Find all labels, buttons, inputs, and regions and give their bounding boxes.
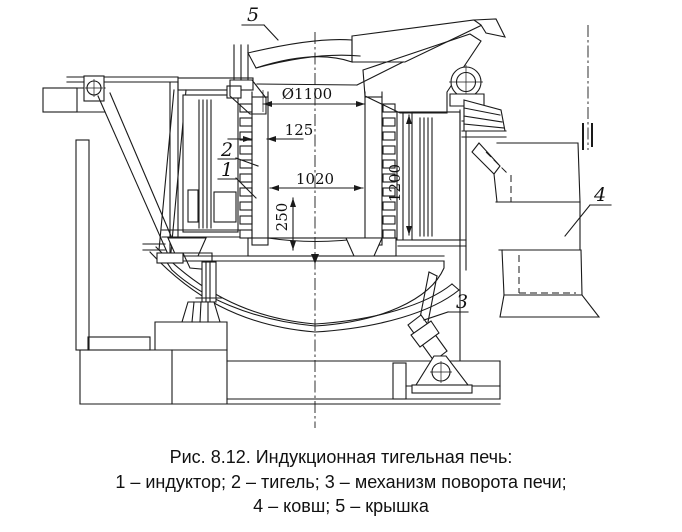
spout-support-steps xyxy=(461,99,507,138)
label-ladle: 4 xyxy=(593,184,606,206)
ladle xyxy=(471,142,601,318)
dim-crucible-inner-diameter: 1020 xyxy=(296,170,334,188)
caption-title: Рис. 8.12. Индукционная тигельная печь: xyxy=(170,447,513,467)
dimensions: Ø1100 125 1020 1200 250 xyxy=(227,85,412,251)
furnace-bottom xyxy=(149,237,460,333)
furnace-casing xyxy=(161,77,479,362)
platform-and-pit-wall xyxy=(42,75,179,351)
dim-bottom-thickness: 250 xyxy=(273,203,291,232)
foundation-concrete xyxy=(79,321,228,405)
part-labels: 5 2 1 3 4 xyxy=(217,4,612,321)
label-inductor: 1 xyxy=(221,159,233,181)
dim-lining-thickness: 125 xyxy=(285,121,314,139)
furnace-cover xyxy=(247,18,507,86)
frame-struts xyxy=(97,89,187,253)
dim-mouth-diameter: Ø1100 xyxy=(282,85,332,103)
inductor-coil-right xyxy=(419,117,433,237)
label-crucible: 2 xyxy=(220,139,233,161)
figure-caption: Рис. 8.12. Индукционная тигельная печь: … xyxy=(115,447,566,516)
label-cover: 5 xyxy=(247,4,259,26)
base-and-tilt-mechanism xyxy=(79,271,501,405)
caption-legend-line2: 4 – ковш; 5 – крышка xyxy=(253,496,430,516)
coil-turn-tabs-left xyxy=(239,103,253,239)
inductor-coil-left xyxy=(198,99,212,229)
label-tilt-mechanism: 3 xyxy=(456,291,468,313)
caption-legend-line1: 1 – индуктор; 2 – тигель; 3 – механизм п… xyxy=(115,472,566,492)
dim-inductor-height: 1200 xyxy=(386,164,404,202)
